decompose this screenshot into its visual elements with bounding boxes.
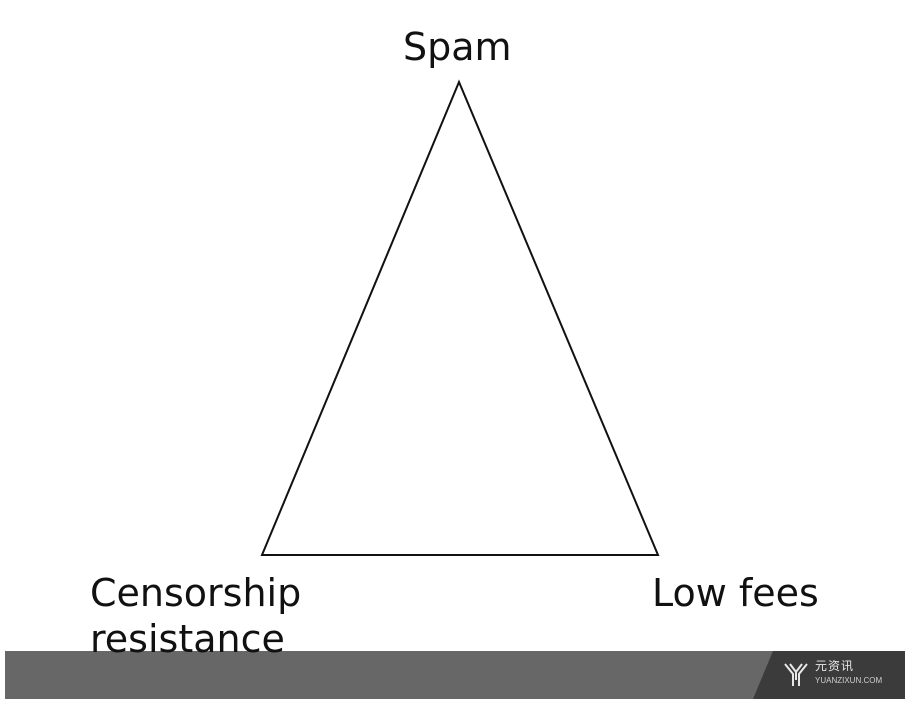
yuanzixun-logo-icon	[784, 663, 808, 686]
vertex-label-bottom-left-line-1: Censorship	[90, 571, 302, 615]
watermark-domain: YUANZIXUN.COM	[815, 676, 883, 685]
watermark-badge: 元资讯 YUANZIXUN.COM	[753, 651, 905, 699]
vertex-label-top: Spam	[403, 25, 512, 69]
vertex-label-bottom-right: Low fees	[652, 571, 819, 615]
footer-bar: 元资讯 YUANZIXUN.COM	[5, 651, 905, 699]
watermark-name: 元资讯	[815, 659, 855, 673]
vertex-label-bottom-left: Censorship resistance	[90, 570, 301, 662]
vertex-label-bottom-left-line-2: resistance	[90, 617, 285, 661]
triangle-shape	[260, 79, 660, 556]
